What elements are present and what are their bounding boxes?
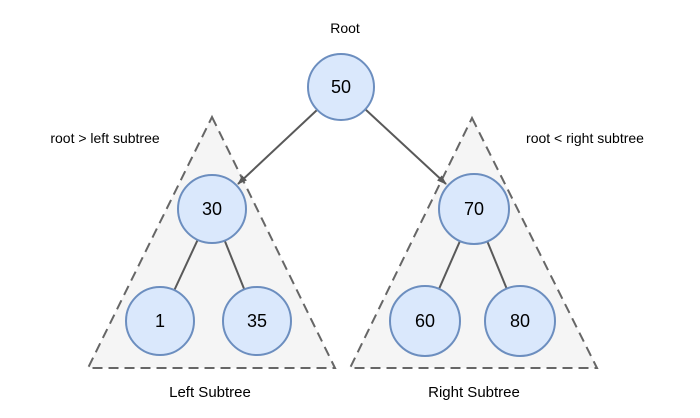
edge-root-to-right xyxy=(364,108,447,185)
tree-node-right-value: 70 xyxy=(464,199,484,219)
left-subtree-caption: Left Subtree xyxy=(169,384,251,401)
tree-node-right-right xyxy=(484,285,556,357)
tree-node-left-right xyxy=(222,286,292,356)
tree-node-left xyxy=(177,174,247,244)
right-subtree-caption: Right Subtree xyxy=(428,384,520,401)
root-label: Root xyxy=(330,20,360,36)
left-rule-label: root > left subtree xyxy=(50,130,160,146)
edge-root-to-left xyxy=(237,109,318,185)
tree-node-right-left xyxy=(389,285,461,357)
tree-node-right-left-value: 60 xyxy=(415,311,435,331)
tree-node-left-left-value: 1 xyxy=(155,311,165,331)
tree-node-right xyxy=(438,173,510,245)
tree-node-root-value: 50 xyxy=(331,77,351,97)
right-rule-label: root < right subtree xyxy=(526,130,644,146)
tree-node-left-value: 30 xyxy=(202,199,222,219)
tree-node-left-left xyxy=(125,286,195,356)
tree-node-right-right-value: 80 xyxy=(510,311,530,331)
tree-node-left-right-value: 35 xyxy=(247,311,267,331)
tree-node-root xyxy=(307,53,375,121)
